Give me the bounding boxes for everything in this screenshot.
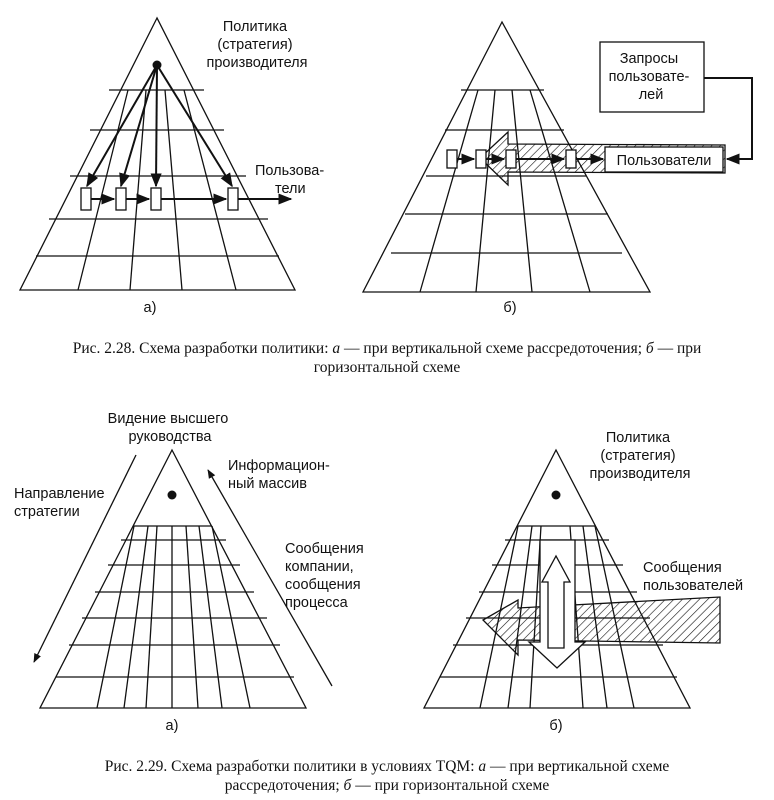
user-box bbox=[80, 187, 92, 211]
users-box bbox=[604, 146, 724, 173]
user-box bbox=[227, 187, 239, 211]
caption-229-line1: Рис. 2.29. Схема разработки политики в у… bbox=[105, 758, 670, 775]
panel-label-a: а) bbox=[144, 300, 157, 316]
producer-policy-label: Политика (стратегия) производителя bbox=[207, 19, 308, 71]
user-messages-label: Сообщения пользователей bbox=[643, 560, 743, 594]
pyramid-228a bbox=[18, 16, 297, 291]
users-flow-228b bbox=[446, 41, 753, 187]
panel-label-a: а) bbox=[166, 718, 179, 734]
info-array-label: Информацион- ный массив bbox=[228, 458, 334, 492]
user-box bbox=[505, 149, 517, 169]
user-box bbox=[565, 149, 577, 169]
panel-label-b: б) bbox=[503, 300, 516, 316]
producer-dot bbox=[551, 490, 561, 500]
user-box bbox=[115, 187, 127, 211]
caption-229-line2: рассредоточения; б — при горизонтальной … bbox=[225, 777, 550, 794]
strategy-direction-label: Направление стратегии bbox=[14, 486, 109, 520]
pyramid-229a bbox=[38, 448, 308, 709]
arrows-228a bbox=[80, 60, 293, 211]
requests-label: Запросы пользовате- лей bbox=[609, 51, 694, 103]
company-messages-label: Сообщения компании, сообщения процесса bbox=[285, 541, 368, 611]
users-label: Пользова- тели bbox=[255, 163, 328, 197]
requests-box bbox=[599, 41, 705, 113]
side-arrows-229a bbox=[33, 454, 333, 687]
flows-229b bbox=[481, 539, 721, 669]
user-box bbox=[150, 187, 162, 211]
caption-228-line1: Рис. 2.28. Схема разработки политики: а … bbox=[73, 340, 702, 357]
user-box bbox=[475, 149, 487, 169]
leadership-vision-label: Видение высшего руководства bbox=[108, 411, 233, 445]
caption-228-line2: горизонтальной схеме bbox=[314, 359, 461, 376]
leadership-dot bbox=[167, 490, 177, 500]
users-box-label: Пользователи bbox=[617, 153, 712, 169]
producer-policy-label: Политика (стратегия) производителя bbox=[590, 430, 691, 482]
panel-label-b: б) bbox=[549, 718, 562, 734]
user-box bbox=[446, 149, 458, 169]
